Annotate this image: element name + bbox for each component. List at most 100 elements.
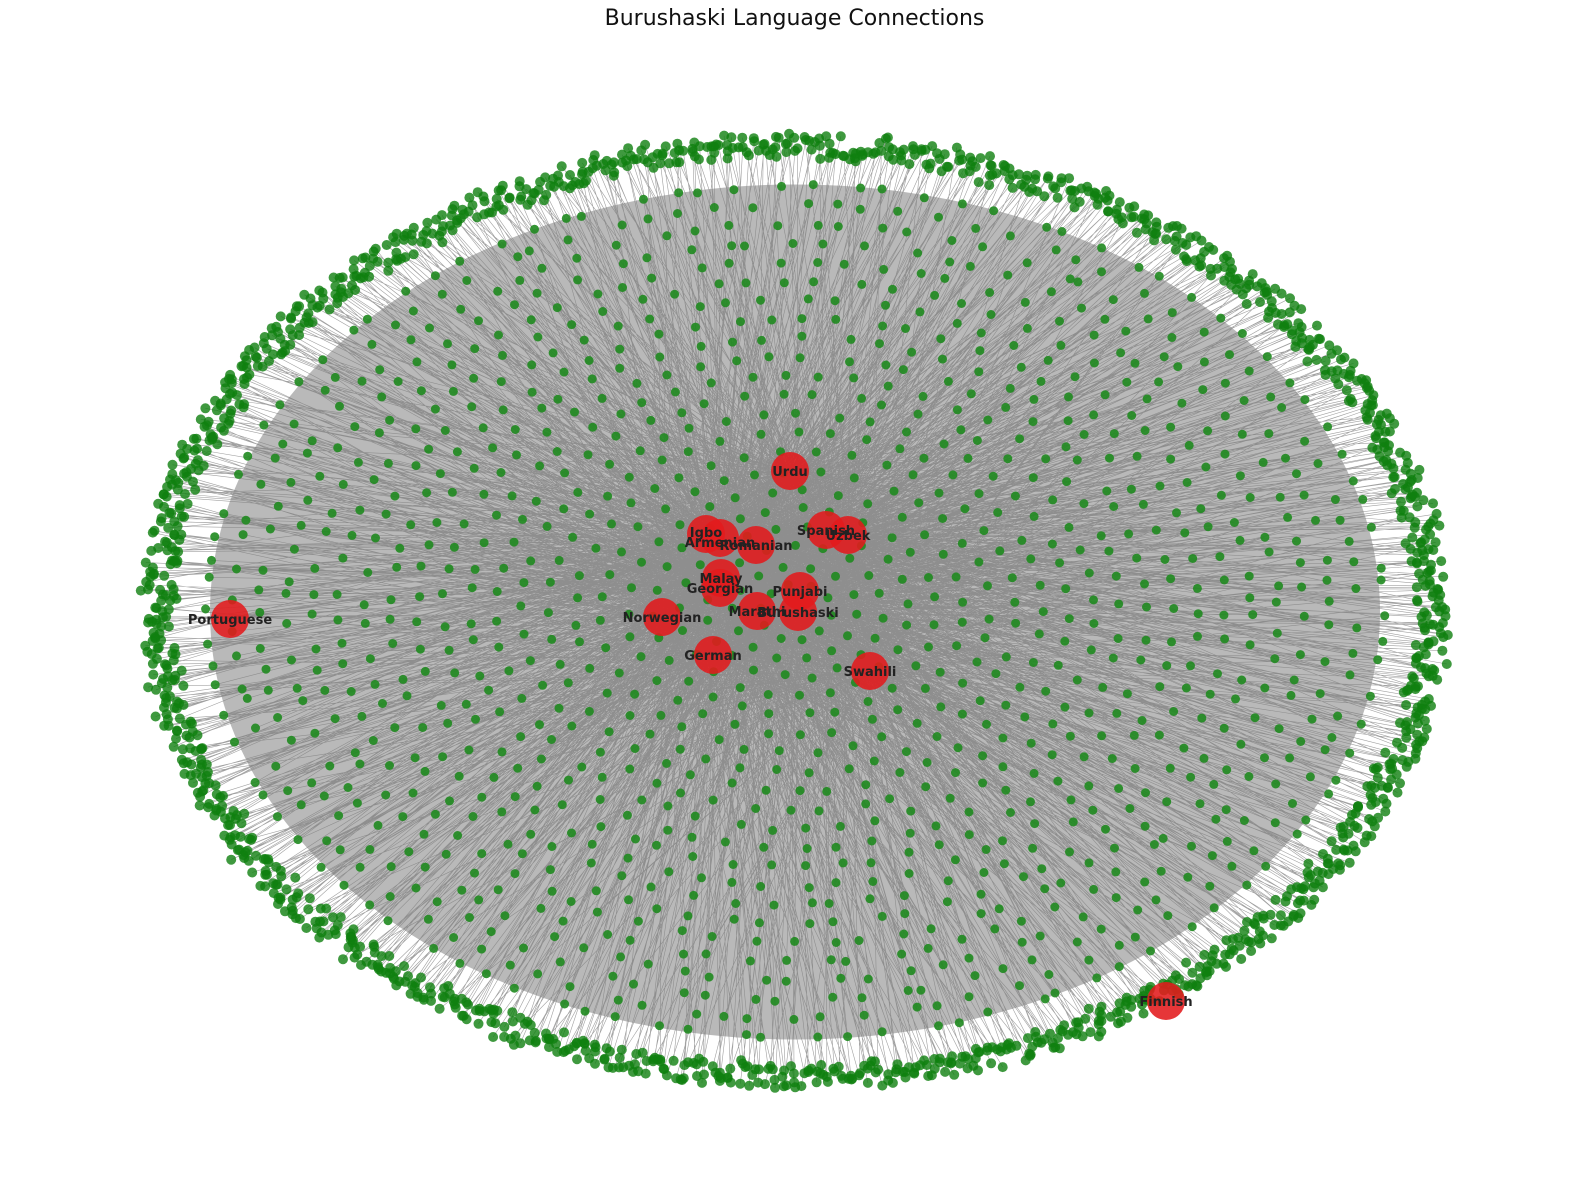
- leaf-node: [1088, 805, 1098, 815]
- leaf-node: [459, 519, 469, 529]
- leaf-node: [494, 642, 504, 652]
- leaf-node: [1130, 358, 1140, 368]
- leaf-node: [951, 768, 960, 778]
- leaf-node: [870, 816, 880, 826]
- leaf-node: [391, 228, 402, 239]
- leaf-node: [208, 661, 218, 671]
- leaf-node: [830, 149, 841, 160]
- leaf-node: [590, 1042, 601, 1053]
- leaf-node: [310, 916, 321, 927]
- leaf-node: [228, 806, 239, 816]
- leaf-node: [251, 850, 261, 861]
- leaf-node: [887, 683, 897, 693]
- leaf-node: [964, 992, 974, 1002]
- leaf-node: [882, 460, 892, 470]
- leaf-node: [375, 365, 385, 375]
- leaf-node: [711, 139, 722, 150]
- leaf-node: [1038, 607, 1048, 617]
- leaf-node: [338, 954, 348, 965]
- leaf-node: [818, 239, 828, 249]
- leaf-node: [1304, 344, 1314, 355]
- leaf-node: [456, 304, 466, 314]
- leaf-node: [281, 884, 292, 895]
- leaf-node: [813, 748, 823, 758]
- leaf-node: [1330, 495, 1340, 504]
- leaf-node: [470, 564, 480, 574]
- leaf-node: [1327, 733, 1337, 742]
- leaf-node: [647, 273, 657, 283]
- leaf-node: [879, 264, 889, 274]
- leaf-node: [835, 413, 845, 423]
- leaf-node: [843, 1032, 853, 1042]
- leaf-node: [1307, 714, 1317, 724]
- leaf-node: [1283, 512, 1293, 522]
- leaf-node: [1001, 700, 1011, 710]
- leaf-node: [1412, 473, 1423, 483]
- leaf-node: [509, 983, 519, 993]
- leaf-node: [452, 447, 462, 457]
- leaf-node: [153, 642, 164, 653]
- leaf-node: [865, 417, 875, 427]
- leaf-node: [940, 273, 950, 283]
- leaf-node: [679, 949, 688, 959]
- leaf-node: [1220, 411, 1230, 421]
- leaf-node: [1143, 314, 1153, 324]
- leaf-node: [1097, 267, 1106, 277]
- leaf-node: [957, 709, 967, 719]
- leaf-node: [642, 253, 652, 263]
- leaf-node: [493, 286, 503, 296]
- leaf-node: [545, 865, 555, 875]
- leaf-node: [140, 557, 151, 568]
- leaf-node: [174, 500, 185, 511]
- leaf-node: [749, 136, 760, 147]
- leaf-node: [748, 372, 758, 382]
- leaf-node: [177, 439, 188, 450]
- leaf-node: [668, 1055, 679, 1066]
- leaf-node: [559, 367, 569, 377]
- leaf-node: [1276, 309, 1287, 319]
- leaf-node: [867, 714, 877, 724]
- leaf-node: [727, 241, 737, 251]
- leaf-node: [878, 613, 888, 623]
- leaf-node: [1083, 1003, 1094, 1014]
- leaf-node: [630, 689, 640, 699]
- leaf-node: [954, 1058, 965, 1069]
- leaf-node: [230, 737, 239, 747]
- leaf-node: [268, 878, 279, 889]
- leaf-node: [398, 812, 408, 822]
- leaf-node: [802, 844, 812, 853]
- leaf-node: [571, 1038, 582, 1049]
- leaf-node: [484, 1003, 495, 1014]
- leaf-node: [1186, 772, 1196, 782]
- leaf-node: [814, 626, 824, 636]
- leaf-node: [1005, 231, 1015, 241]
- leaf-node: [271, 321, 282, 332]
- leaf-node: [1155, 682, 1165, 692]
- leaf-node: [728, 860, 738, 869]
- leaf-node: [780, 670, 790, 680]
- leaf-node: [411, 883, 421, 893]
- leaf-node: [824, 138, 835, 149]
- leaf-node: [1203, 522, 1213, 532]
- leaf-node: [749, 665, 758, 675]
- leaf-node: [1246, 946, 1257, 956]
- leaf-node: [721, 417, 731, 426]
- leaf-node: [368, 939, 379, 950]
- leaf-node: [1192, 583, 1202, 593]
- leaf-node: [1167, 308, 1177, 318]
- leaf-node: [1056, 177, 1067, 188]
- leaf-node: [477, 849, 487, 859]
- leaf-node: [957, 538, 967, 548]
- leaf-node: [764, 729, 774, 739]
- leaf-node: [457, 1010, 468, 1021]
- leaf-node: [929, 620, 939, 630]
- leaf-node: [1198, 385, 1208, 395]
- leaf-node: [1225, 350, 1234, 360]
- leaf-node: [618, 259, 628, 269]
- leaf-node: [1180, 980, 1190, 991]
- leaf-node: [381, 509, 391, 519]
- leaf-node: [1349, 820, 1360, 831]
- leaf-node: [856, 183, 866, 193]
- leaf-node: [1005, 383, 1015, 393]
- leaf-node: [553, 394, 563, 404]
